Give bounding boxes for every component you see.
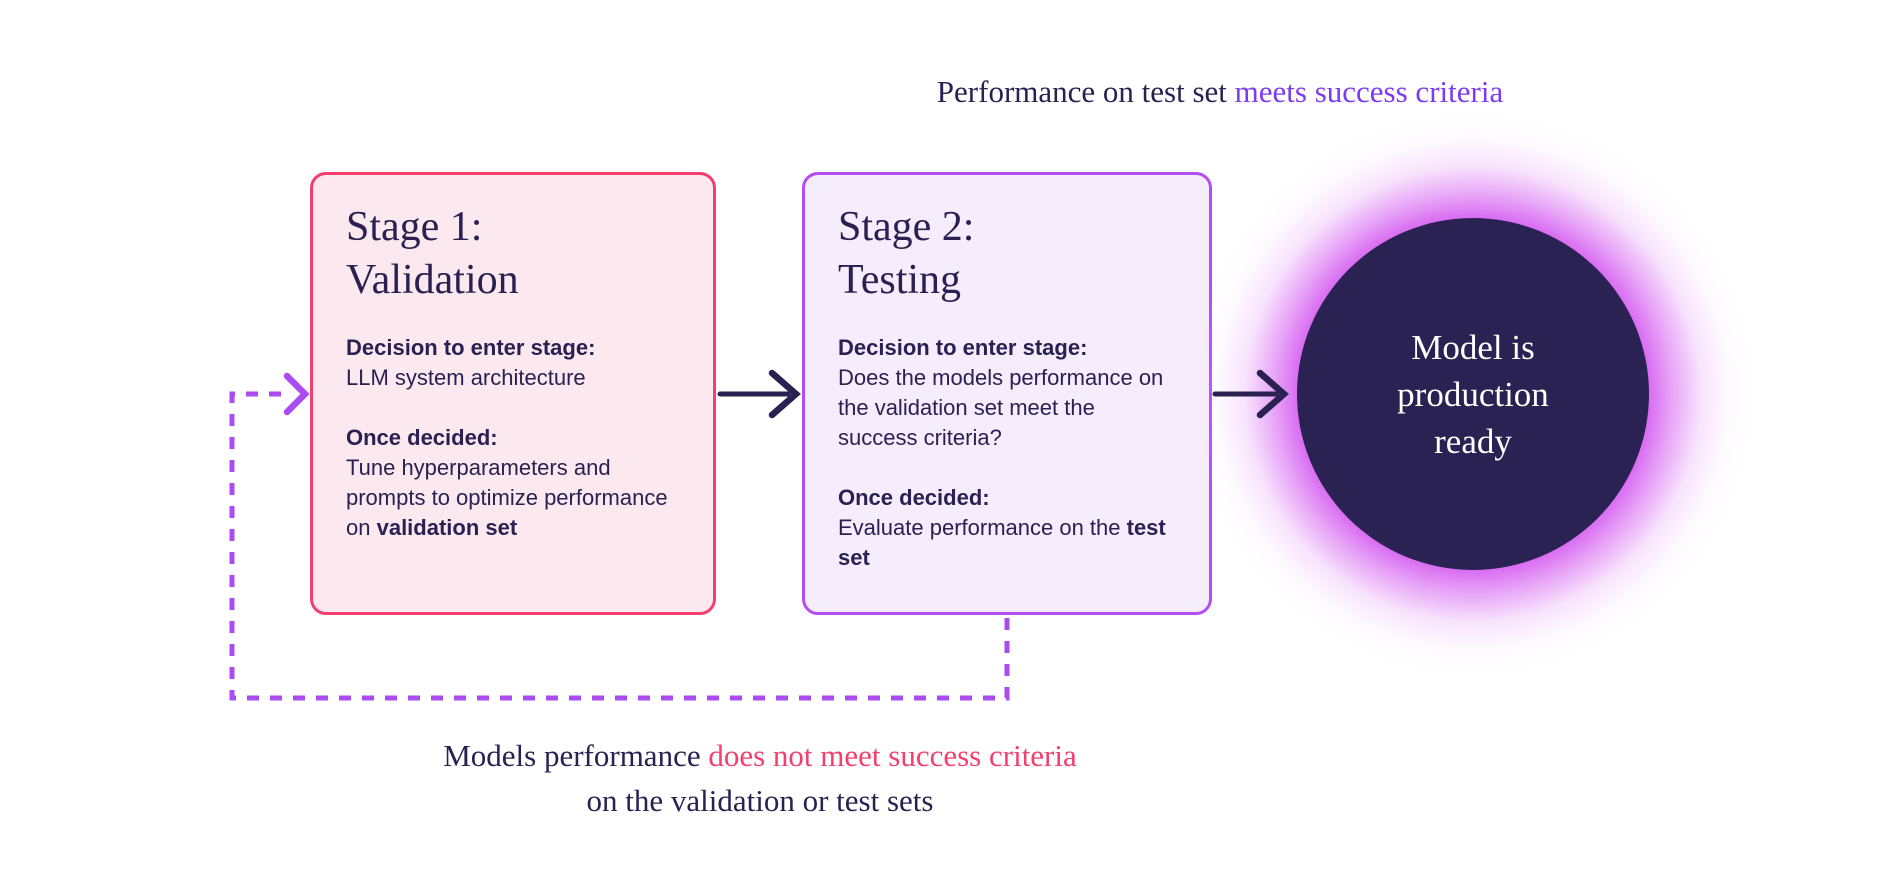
stage1-body: Decision to enter stage: LLM system arch…	[346, 333, 683, 543]
stage2-title-line1: Stage 2:	[838, 204, 975, 250]
circle-line3: ready	[1434, 421, 1512, 461]
bottom-caption-line2: on the validation or test sets	[586, 783, 934, 818]
stage2-title: Stage 2: Testing	[838, 201, 1179, 307]
stage2-paragraph-decision: Decision to enter stage: Does the models…	[838, 333, 1179, 453]
bottom-caption-plain: Models performance	[443, 738, 709, 773]
top-caption-plain: Performance on test set	[936, 74, 1235, 109]
stage2-title-line2: Testing	[838, 257, 962, 303]
stage2-once-decided-text: Evaluate performance on the	[838, 515, 1127, 540]
stage1-title: Stage 1: Validation	[346, 201, 683, 307]
circle-line2: production	[1397, 374, 1549, 414]
stage2-paragraph-once-decided: Once decided: Evaluate performance on th…	[838, 483, 1179, 573]
stage2-testing-card: Stage 2: Testing Decision to enter stage…	[802, 172, 1212, 615]
stage1-paragraph-once-decided: Once decided: Tune hyperparameters and p…	[346, 423, 683, 543]
stage2-body: Decision to enter stage: Does the models…	[838, 333, 1179, 573]
stage1-decision-text: LLM system architecture	[346, 365, 586, 390]
production-ready-label: Model is production ready	[1397, 324, 1549, 465]
stage2-decision-label: Decision to enter stage:	[838, 335, 1088, 360]
stage1-paragraph-decision: Decision to enter stage: LLM system arch…	[346, 333, 683, 393]
top-caption-highlight: meets success criteria	[1234, 74, 1504, 109]
stage2-once-decided-label: Once decided:	[838, 485, 990, 510]
production-ready-circle: Model is production ready	[1297, 218, 1649, 570]
stage1-title-line2: Validation	[346, 257, 519, 303]
stage1-validation-card: Stage 1: Validation Decision to enter st…	[310, 172, 716, 615]
bottom-caption: Models performance does not meet success…	[260, 733, 1260, 823]
stage2-decision-text: Does the models performance on the valid…	[838, 365, 1164, 450]
feedback-loop-arrowhead	[283, 372, 310, 416]
stage1-once-decided-bold: validation set	[376, 515, 518, 540]
bottom-caption-highlight: does not meet success criteria	[708, 738, 1077, 773]
circle-line1: Model is	[1411, 327, 1535, 367]
stage1-once-decided-label: Once decided:	[346, 425, 498, 450]
top-caption: Performance on test set meets success cr…	[620, 74, 1820, 110]
stage1-decision-label: Decision to enter stage:	[346, 335, 596, 360]
stage1-title-line1: Stage 1:	[346, 204, 483, 250]
arrow-stage1-to-stage2	[717, 369, 801, 419]
